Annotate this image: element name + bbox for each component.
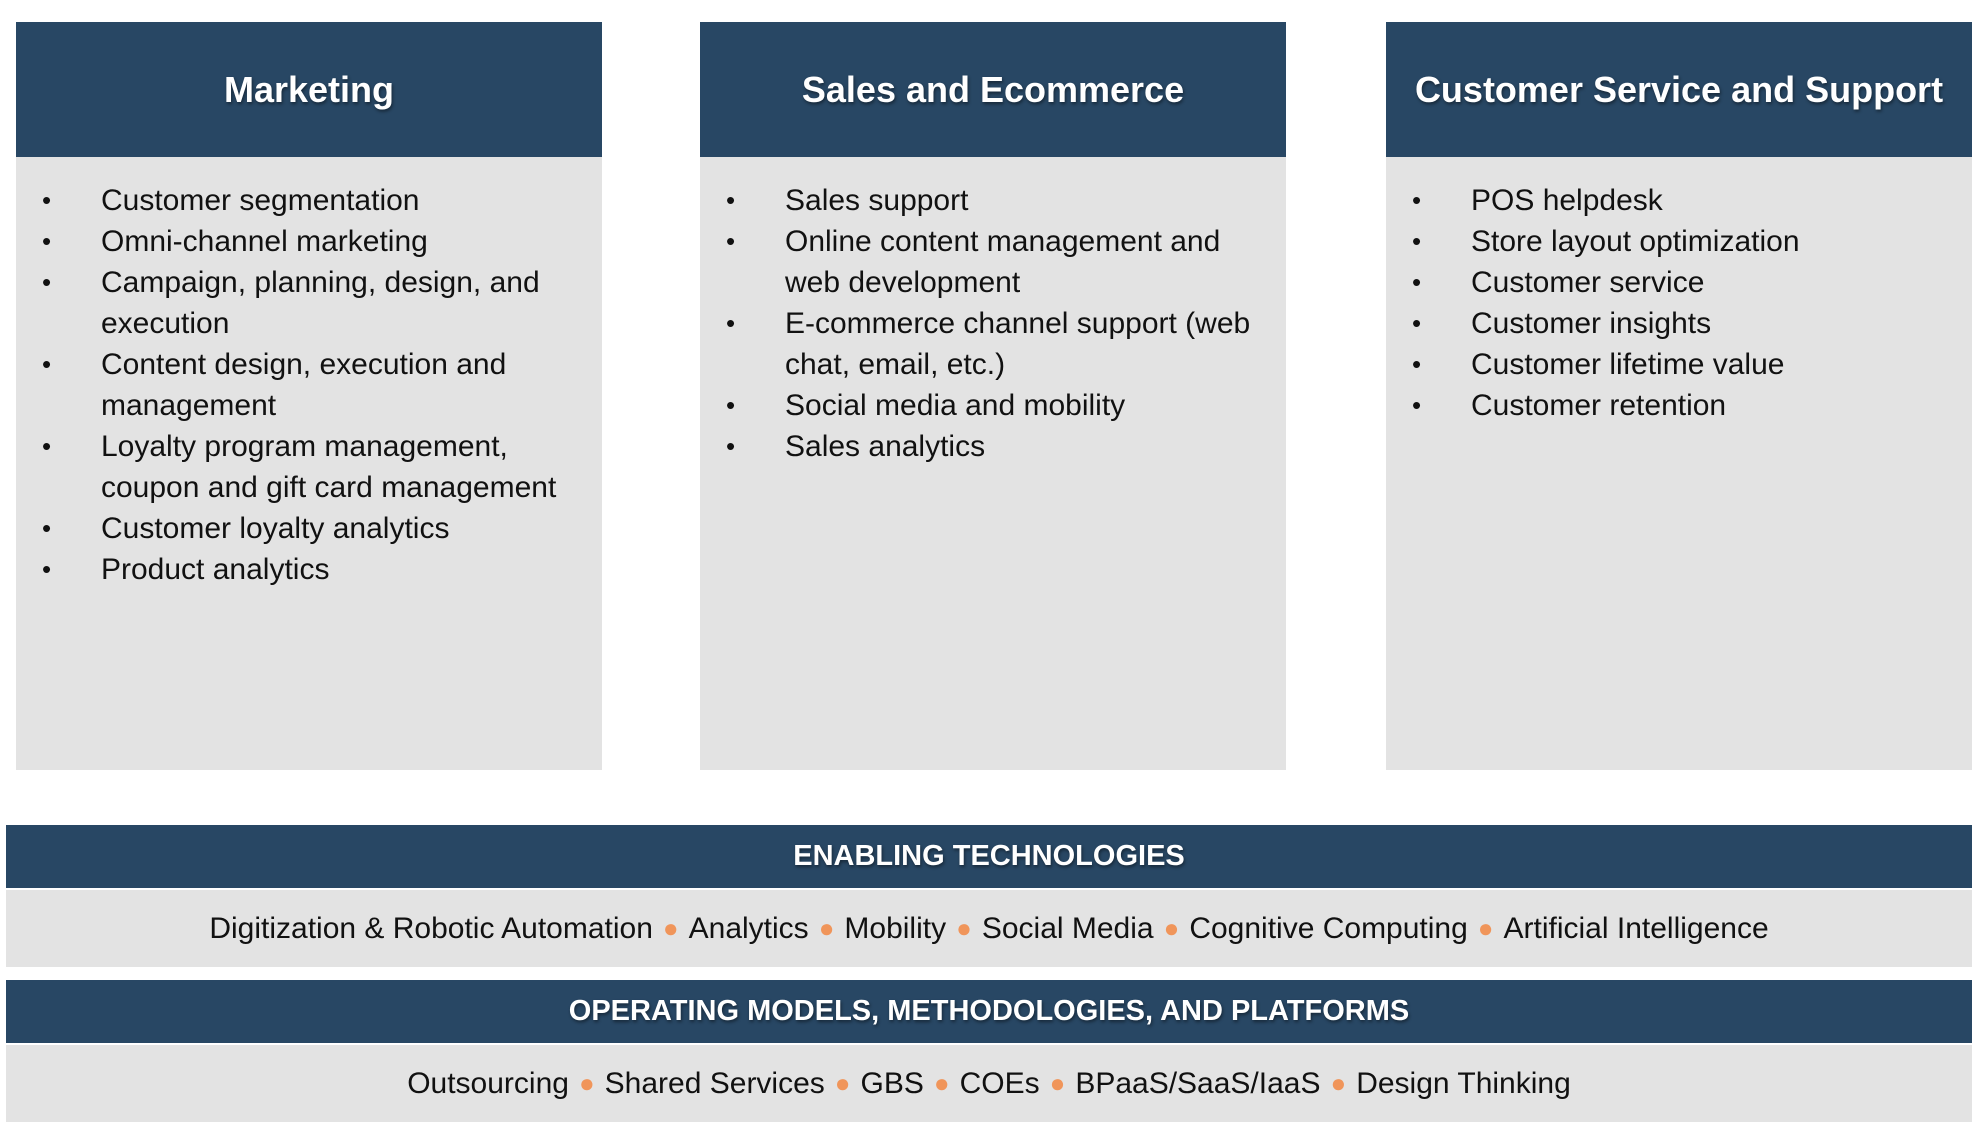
customer-service-header: Customer Service and Support [1386, 22, 1972, 157]
list-item: Sales analytics [726, 426, 1266, 467]
operating-item: Outsourcing [407, 1066, 569, 1100]
separator-dot: ● [933, 1068, 950, 1098]
list-item: Social media and mobility [726, 385, 1266, 426]
list-item: Customer segmentation [42, 180, 582, 221]
customer-service-list: POS helpdesk Store layout optimization C… [1386, 157, 1972, 426]
sales-ecommerce-list: Sales support Online content management … [700, 157, 1286, 467]
list-item: Sales support [726, 180, 1266, 221]
operating-models-header: OPERATING MODELS, METHODOLOGIES, AND PLA… [6, 980, 1972, 1043]
sales-ecommerce-header: Sales and Ecommerce [700, 22, 1286, 157]
operating-item: Design Thinking [1356, 1066, 1571, 1100]
enabling-technologies-header: ENABLING TECHNOLOGIES [6, 825, 1972, 888]
separator-dot: ● [818, 913, 835, 943]
marketing-column: Marketing Customer segmentation Omni-cha… [16, 22, 602, 770]
separator-dot: ● [1477, 913, 1494, 943]
list-item: POS helpdesk [1412, 180, 1952, 221]
list-item: Customer loyalty analytics [42, 508, 582, 549]
operating-models-row: Outsourcing ● Shared Services ● GBS ● CO… [6, 1045, 1972, 1122]
list-item: Customer retention [1412, 385, 1952, 426]
enabling-item: Digitization & Robotic Automation [209, 911, 653, 945]
separator-dot: ● [578, 1068, 595, 1098]
enabling-item: Cognitive Computing [1189, 911, 1468, 945]
list-item: Content design, execution and management [42, 344, 582, 426]
separator-dot: ● [1163, 913, 1180, 943]
customer-service-column: Customer Service and Support POS helpdes… [1386, 22, 1972, 770]
marketing-header: Marketing [16, 22, 602, 157]
enabling-item: Analytics [688, 911, 809, 945]
list-item: Customer service [1412, 262, 1952, 303]
enabling-technologies-row: Digitization & Robotic Automation ● Anal… [6, 890, 1972, 967]
list-item: Customer insights [1412, 303, 1952, 344]
list-item: Product analytics [42, 549, 582, 590]
list-item: Loyalty program management, coupon and g… [42, 426, 582, 508]
enabling-item: Artificial Intelligence [1503, 911, 1769, 945]
separator-dot: ● [834, 1068, 851, 1098]
sales-ecommerce-column: Sales and Ecommerce Sales support Online… [700, 22, 1286, 770]
operating-item: Shared Services [604, 1066, 825, 1100]
list-item: Customer lifetime value [1412, 344, 1952, 385]
list-item: Online content management and web develo… [726, 221, 1266, 303]
list-item: E-commerce channel support (web chat, em… [726, 303, 1266, 385]
enabling-item: Mobility [844, 911, 947, 945]
enabling-item: Social Media [981, 911, 1154, 945]
list-item: Campaign, planning, design, and executio… [42, 262, 582, 344]
list-item: Store layout optimization [1412, 221, 1952, 262]
list-item: Omni-channel marketing [42, 221, 582, 262]
marketing-list: Customer segmentation Omni-channel marke… [16, 157, 602, 590]
separator-dot: ● [1049, 1068, 1066, 1098]
operating-item: COEs [959, 1066, 1040, 1100]
operating-item: BPaaS/SaaS/IaaS [1075, 1066, 1321, 1100]
operating-item: GBS [860, 1066, 924, 1100]
separator-dot: ● [662, 913, 679, 943]
separator-dot: ● [1330, 1068, 1347, 1098]
separator-dot: ● [956, 913, 972, 943]
